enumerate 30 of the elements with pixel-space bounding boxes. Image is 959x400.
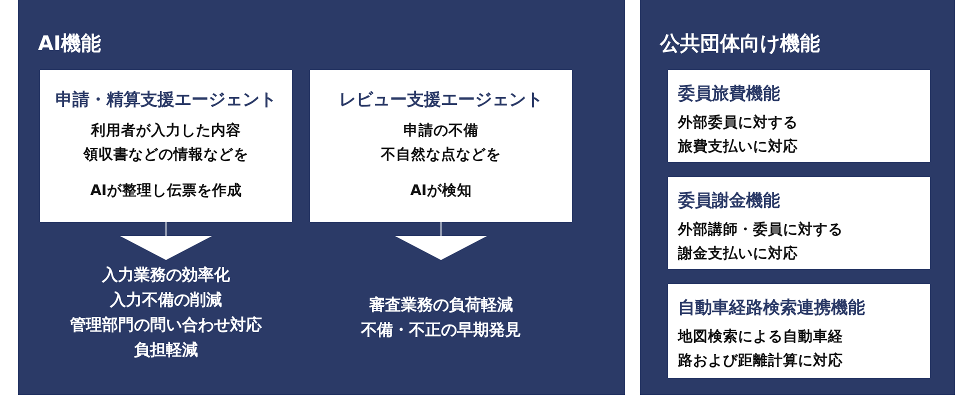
arrow bbox=[395, 222, 487, 260]
card-text: 申請の不備 bbox=[404, 122, 478, 141]
card-heading: レビュー支援エージェント bbox=[339, 89, 543, 111]
card-heading: 申請・精算支援エージェント bbox=[56, 89, 276, 111]
panel bbox=[18, 0, 625, 395]
card-heading: 自動車経路検索連携機能 bbox=[678, 297, 865, 319]
result-text: 審査業務の負荷軽減 bbox=[368, 294, 514, 316]
result-text: 入力業務の効率化 bbox=[100, 264, 231, 286]
feature-card bbox=[668, 70, 930, 162]
card-text: 領収書などの情報などを bbox=[84, 146, 248, 165]
card-text: 外部講師・委員に対する謝金支払いに対応 bbox=[678, 220, 844, 264]
card-text: 地図検索による自動車経路および距離計算に対応 bbox=[678, 328, 844, 371]
panel-title: 公共団体向け機能 bbox=[660, 30, 820, 57]
result-text: 入力不備の削減 bbox=[108, 289, 223, 311]
card-text: AIが整理し伝票を作成 bbox=[90, 182, 242, 201]
card-heading: 委員謝金機能 bbox=[678, 190, 780, 212]
card-heading: 委員旅費機能 bbox=[678, 83, 780, 105]
card-text: 不自然な点などを bbox=[381, 146, 501, 165]
card-text: 利用者が入力した内容 bbox=[91, 121, 241, 141]
arrow bbox=[120, 222, 212, 260]
panel bbox=[640, 0, 955, 395]
card-text: AIが検知 bbox=[410, 182, 472, 201]
panel-title: AI機能 bbox=[38, 30, 101, 57]
card-text: 外部委員に対する旅費支払いに対応 bbox=[678, 113, 799, 157]
feature-card bbox=[668, 177, 930, 269]
feature-card bbox=[668, 284, 930, 378]
result-text: 不備・不正の早期発見 bbox=[360, 319, 522, 341]
feature-card bbox=[310, 70, 572, 222]
result-text: 管理部門の問い合わせ対応負担軽減 bbox=[68, 314, 263, 361]
feature-card bbox=[40, 70, 292, 222]
